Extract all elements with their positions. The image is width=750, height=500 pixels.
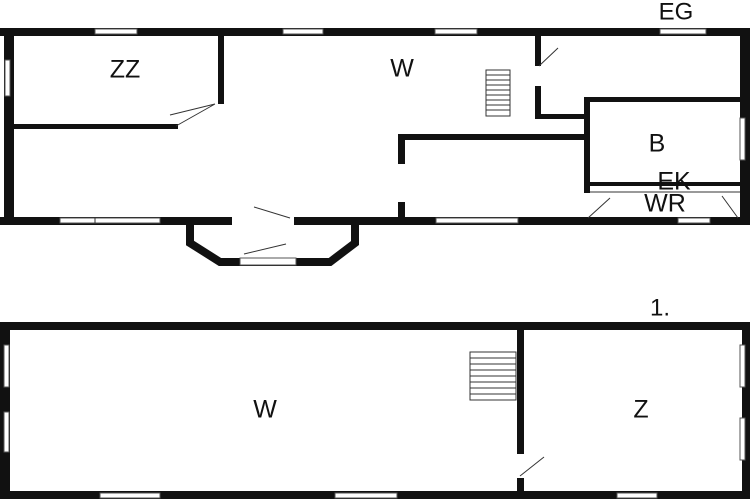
room-label-ff-z: Z [633,396,648,424]
bay-door-swing [243,243,287,255]
ff-window [739,417,746,461]
eg-wall-left [4,28,14,225]
zz-door-swing [169,103,216,127]
ff-staircase [469,351,517,401]
eg-wall-top [0,28,750,36]
ff-window [3,344,10,388]
ff-window [99,492,161,499]
ff-window [739,344,746,388]
hall-wall-vertical-low [535,86,541,118]
eg-window [282,28,324,35]
first-floor-plan [0,322,750,499]
eg-window [434,28,478,35]
zz-wall-vertical [218,34,224,104]
eg-window [435,217,519,224]
ff-partition-wall-low [517,478,524,492]
ff-window [334,492,398,499]
entrance-door-swing [253,206,291,219]
ground-floor-plan [0,28,750,266]
ff-wall-right [742,322,750,499]
hall-door-swing [538,47,559,67]
room-label-zz: ZZ [110,56,141,84]
room-label-w: W [390,55,414,83]
ff-window [3,411,10,453]
ff-wall-left [0,322,10,499]
b-wall-bottom [590,182,740,186]
eg-staircase [485,69,511,117]
ff-door-swing [519,456,545,477]
hall-wall-horizontal [535,114,587,119]
eg-window [659,28,707,35]
ff-partition-wall [517,330,524,454]
ff-wall-top [0,322,750,330]
eg-window [59,217,161,224]
center-wall-horizontal [398,134,584,140]
wr-door-swing [587,195,739,219]
zz-wall-horizontal [10,124,178,129]
room-label-ff-w: W [253,396,277,424]
ground-floor-label: EG [659,0,694,25]
eg-window [677,217,711,224]
hall-wall-vertical [535,34,541,66]
center-wall-vertical-low [398,202,405,219]
eg-window [739,117,746,161]
room-label-ek: EK [657,168,691,196]
eg-wall-bottom [0,217,750,225]
eg-window [94,28,138,35]
ff-window [616,492,658,499]
eg-window [4,59,11,97]
bay-window [239,257,297,266]
room-label-b: B [649,130,666,158]
entrance-bay [186,224,359,266]
first-floor-label: 1. [650,294,670,321]
b-wall-top [584,97,744,102]
room-label-wr: WR [644,190,686,218]
b-wall-vertical [584,97,590,193]
center-wall-vertical [398,134,405,164]
